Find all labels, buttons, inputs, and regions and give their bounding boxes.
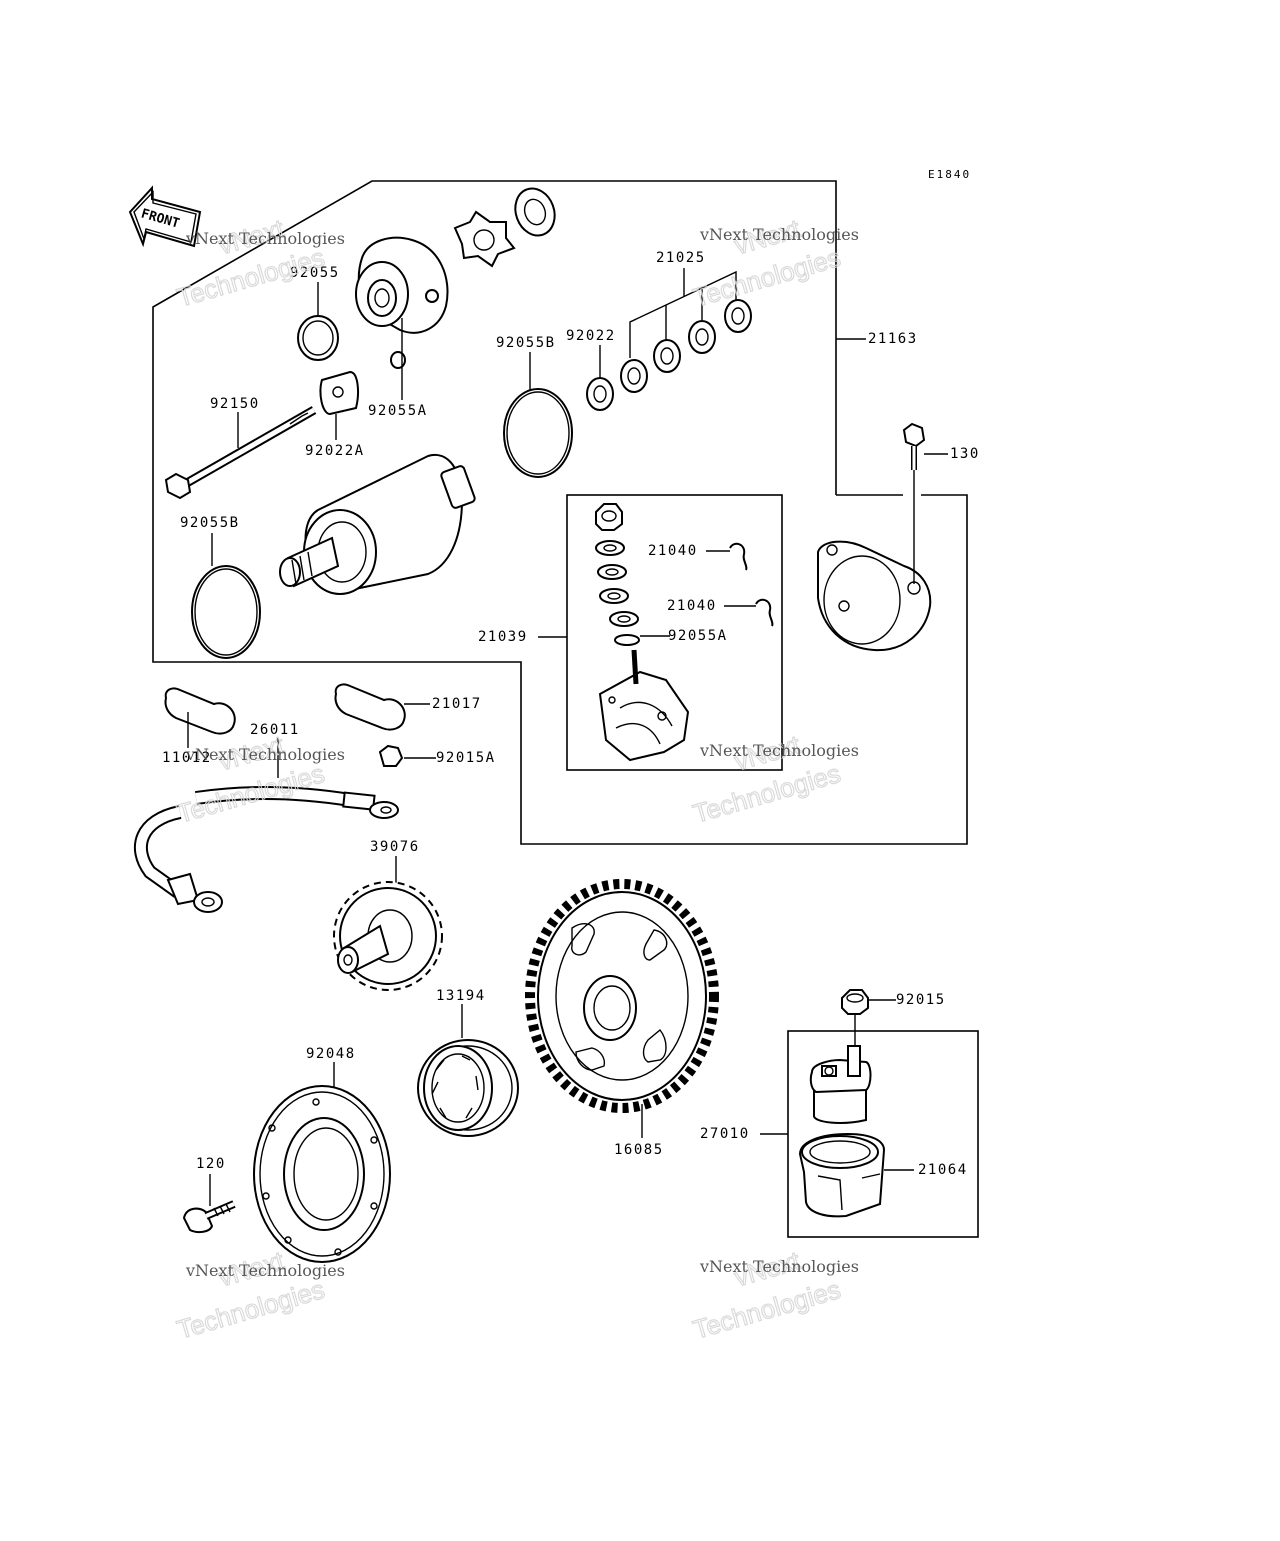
svg-text:vNext Technologies: vNext Technologies	[699, 225, 859, 244]
starter-end-cover	[355, 236, 449, 334]
label-130: 130	[950, 446, 980, 462]
svg-text:Technologies: Technologies	[690, 242, 844, 313]
svg-text:vNext Technologies: vNext Technologies	[185, 229, 345, 248]
lock-plate	[453, 210, 516, 268]
idler-gear	[333, 881, 443, 991]
label-92055b-left: 92055B	[180, 515, 240, 531]
svg-text:Technologies: Technologies	[690, 1274, 844, 1345]
label-21064: 21064	[918, 1162, 968, 1178]
label-11012: 11012	[162, 750, 212, 766]
label-27010: 27010	[700, 1126, 750, 1142]
label-92055a-low: 92055A	[668, 628, 728, 644]
starter-cable	[133, 785, 399, 913]
nut-92015	[841, 989, 869, 1015]
starter-clutch-gear	[525, 879, 719, 1113]
svg-text:vNext Technologies: vNext Technologies	[185, 1261, 345, 1280]
svg-text:Technologies: Technologies	[174, 1274, 328, 1345]
plate-92022a	[319, 370, 359, 416]
brush-spring-b	[755, 598, 774, 627]
svg-text:vNext Technologies: vNext Technologies	[699, 1257, 859, 1276]
starter-motor	[279, 453, 476, 595]
relay-rubber-holder	[798, 1132, 886, 1218]
starter-assembly-frame	[152, 180, 968, 845]
brush-holder-parts	[595, 503, 690, 762]
svg-text:Technologies: Technologies	[174, 758, 328, 829]
label-92015: 92015	[896, 992, 946, 1008]
o-ring-92055b-mid	[503, 388, 573, 478]
front-label: FRONT	[139, 206, 181, 231]
o-ring-92055a-top	[390, 351, 406, 369]
brush-holder-frame	[566, 494, 783, 771]
through-bolt	[164, 406, 317, 500]
diagram-code: E1840	[928, 168, 971, 181]
label-39076: 39076	[370, 839, 420, 855]
label-21025: 21025	[656, 250, 706, 266]
terminal-boots	[164, 683, 406, 767]
bolt-130	[902, 422, 926, 470]
label-92015a: 92015A	[436, 750, 496, 766]
label-21017: 21017	[432, 696, 482, 712]
label-26011: 26011	[250, 722, 300, 738]
label-92150: 92150	[210, 396, 260, 412]
thrust-washer	[514, 187, 556, 237]
bolt-120	[182, 1200, 236, 1234]
one-way-clutch	[417, 1039, 519, 1137]
label-21039: 21039	[478, 629, 528, 645]
label-92022: 92022	[566, 328, 616, 344]
watermark-mid-left: Technologies vNext vNext Technologies	[173, 729, 345, 830]
o-ring-92055b-left	[191, 565, 261, 659]
washer-92022	[586, 377, 614, 411]
label-92055a-top: 92055A	[368, 403, 428, 419]
label-16085: 16085	[614, 1142, 664, 1158]
label-92048: 92048	[306, 1046, 356, 1062]
label-21040-a: 21040	[648, 543, 698, 559]
label-92055b-mid: 92055B	[496, 335, 556, 351]
starter-relay	[809, 1045, 872, 1124]
svg-text:Technologies: Technologies	[174, 242, 328, 313]
watermark-top-left: Technologies vNext vNext Technologies	[173, 213, 345, 314]
o-ring-92055	[297, 315, 339, 361]
watermark-top-right: Technologies vNext vNext Technologies	[689, 213, 859, 314]
starter-coupling	[253, 1085, 391, 1263]
svg-text:vNext Technologies: vNext Technologies	[185, 745, 345, 764]
label-120: 120	[196, 1156, 226, 1172]
watermark-bottom-left: Technologies vNext vNext Technologies	[173, 1245, 345, 1346]
label-13194: 13194	[436, 988, 486, 1004]
label-92022a: 92022A	[305, 443, 365, 459]
label-21040-b: 21040	[667, 598, 717, 614]
svg-text:vNext Technologies: vNext Technologies	[699, 741, 859, 760]
shim-washers-21025	[620, 299, 752, 393]
watermark-mid-right: Technologies vNext vNext Technologies	[689, 729, 859, 830]
brush-spring-a	[729, 542, 748, 571]
label-92055: 92055	[290, 265, 340, 281]
svg-text:Technologies: Technologies	[690, 758, 844, 829]
label-21163: 21163	[868, 331, 918, 347]
watermark-bottom-right: Technologies vNext vNext Technologies	[689, 1245, 859, 1346]
